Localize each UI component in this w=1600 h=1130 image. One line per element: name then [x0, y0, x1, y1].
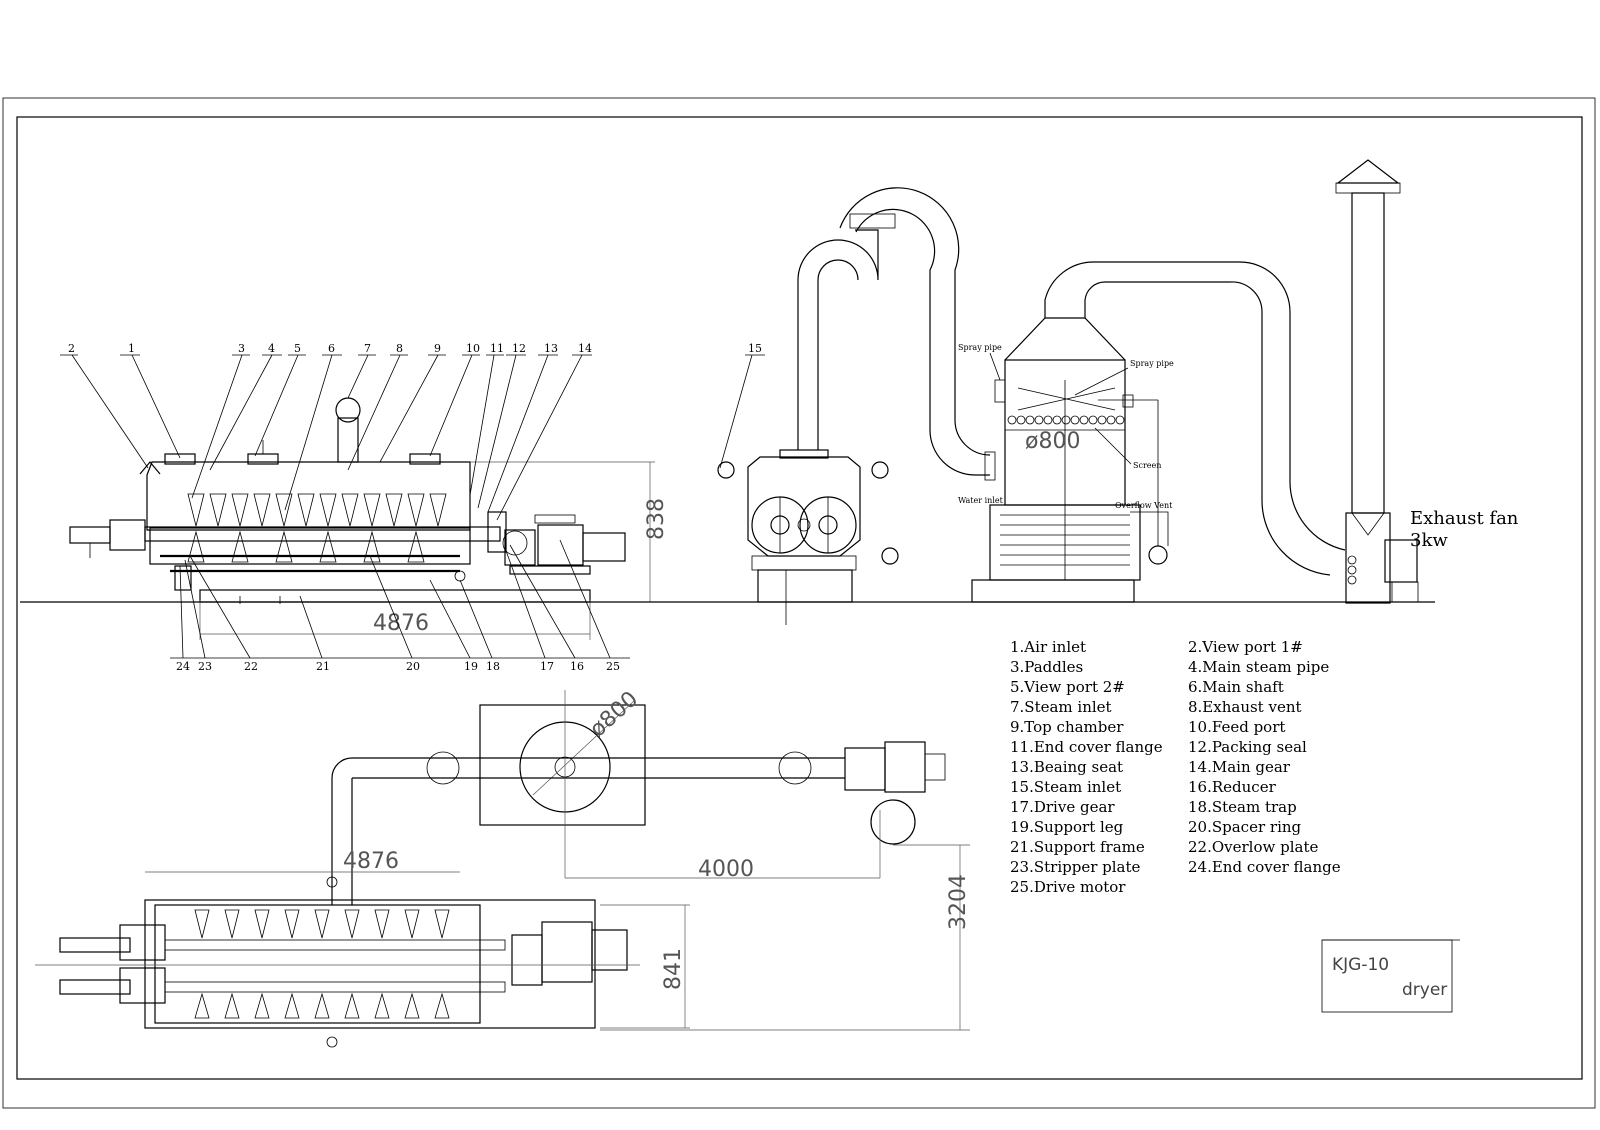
label-exhaust-fan: Exhaust fan — [1410, 508, 1519, 529]
callout-2: 2 — [68, 342, 75, 355]
legend-item: 11.End cover flange — [1010, 738, 1163, 756]
legend-item: 7.Steam inlet — [1010, 698, 1112, 716]
callout-12: 12 — [512, 342, 526, 355]
dryer-end-view — [717, 187, 996, 625]
label-spray-pipe-right: Spray pipe — [1130, 359, 1174, 368]
outer-border — [2, 97, 1596, 1109]
callout-24: 24 — [176, 660, 190, 673]
callout-9: 9 — [434, 342, 441, 355]
scrubber-tower — [971, 261, 1346, 603]
callout-3: 3 — [238, 342, 245, 355]
legend-item: 15.Steam inlet — [1010, 778, 1121, 796]
legend-item: 17.Drive gear — [1010, 798, 1115, 816]
legend-item: 19.Support leg — [1010, 818, 1124, 836]
callout-4: 4 — [268, 342, 275, 355]
legend-item: 12.Packing seal — [1188, 738, 1307, 756]
callout-20: 20 — [406, 660, 420, 673]
label-exhaust-power: 3kw — [1410, 530, 1448, 551]
callout-18: 18 — [486, 660, 500, 673]
callout-15: 15 — [748, 342, 762, 355]
callout-leaders — [60, 354, 765, 659]
callout-16: 16 — [570, 660, 584, 673]
dim-side-height: 838 — [644, 498, 669, 540]
callouts-bottom: 24 23 22 21 20 19 18 17 16 25 — [176, 660, 620, 673]
callout-7: 7 — [364, 342, 371, 355]
legend-item: 18.Steam trap — [1188, 798, 1297, 816]
legend-item: 21.Support frame — [1010, 838, 1145, 856]
legend-item: 13.Beaing seat — [1010, 758, 1123, 776]
callout-5: 5 — [294, 342, 301, 355]
callout-10: 10 — [466, 342, 480, 355]
legend-item: 22.Overlow plate — [1188, 838, 1318, 856]
legend-item: 6.Main shaft — [1188, 678, 1284, 696]
inner-border — [16, 116, 1583, 1080]
legend-item: 5.View port 2# — [1010, 678, 1125, 696]
legend-item: 3.Paddles — [1010, 658, 1083, 676]
legend-item: 4.Main steam pipe — [1188, 658, 1329, 676]
callout-23: 23 — [198, 660, 212, 673]
callouts-top: 2 1 3 4 5 6 7 8 9 10 11 12 13 14 15 — [68, 342, 762, 355]
legend-item: 2.View port 1# — [1188, 638, 1303, 656]
callout-14: 14 — [578, 342, 592, 355]
dim-plan-depth: 3204 — [946, 874, 971, 930]
dim-tower-diameter: ø800 — [1025, 429, 1080, 454]
label-screen: Screen — [1133, 461, 1161, 470]
callout-6: 6 — [328, 342, 335, 355]
dim-plan-tower-diameter: ø800 — [585, 687, 643, 743]
callout-25: 25 — [606, 660, 620, 673]
callout-17: 17 — [540, 660, 554, 673]
callout-22: 22 — [244, 660, 258, 673]
legend-item: 24.End cover flange — [1188, 858, 1341, 876]
legend-item: 23.Stripper plate — [1010, 858, 1141, 876]
dryer-side-view — [20, 397, 1435, 640]
callout-13: 13 — [544, 342, 558, 355]
label-water-inlet: Water inlet — [958, 496, 1004, 505]
dim-plan-length: 4876 — [343, 849, 399, 874]
title-block — [1321, 939, 1460, 1013]
title-model: KJG-10 — [1332, 955, 1389, 975]
plan-view — [35, 690, 970, 1048]
callout-21: 21 — [316, 660, 330, 673]
label-overflow-vent: Overflow Vent — [1115, 501, 1173, 510]
callout-1: 1 — [128, 342, 135, 355]
legend-item: 14.Main gear — [1188, 758, 1291, 776]
exhaust-stack — [1335, 159, 1419, 604]
legend-item: 20.Spacer ring — [1188, 818, 1302, 836]
dim-plan-spacing: 4000 — [698, 857, 754, 882]
title-name: dryer — [1402, 980, 1447, 1000]
legend-item: 8.Exhaust vent — [1188, 698, 1302, 716]
parts-legend: 1.Air inlet 2.View port 1# 3.Paddles 4.M… — [1010, 638, 1341, 896]
callout-19: 19 — [464, 660, 478, 673]
legend-item: 10.Feed port — [1188, 718, 1285, 736]
legend-item: 25.Drive motor — [1010, 878, 1126, 896]
label-spray-pipe-left: Spray pipe — [958, 343, 1002, 352]
legend-item: 16.Reducer — [1188, 778, 1277, 796]
legend-item: 1.Air inlet — [1010, 638, 1086, 656]
dim-plan-width: 841 — [661, 948, 686, 990]
legend-item: 9.Top chamber — [1010, 718, 1124, 736]
callout-11: 11 — [490, 342, 504, 355]
callout-8: 8 — [396, 342, 403, 355]
